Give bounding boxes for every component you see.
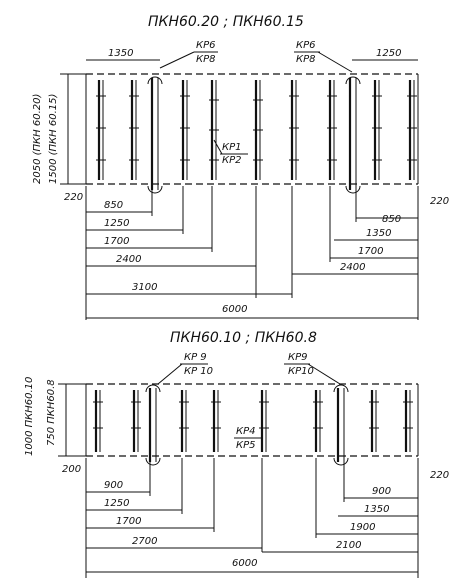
top-dim-top-left: 1350 xyxy=(108,48,133,59)
bottom-callout-right-b: КР10 xyxy=(288,366,314,377)
top-dim-l5: 3100 xyxy=(132,282,157,293)
top-dim-r2: 1350 xyxy=(366,228,391,239)
bottom-dim-r1: 900 xyxy=(372,486,391,497)
bottom-dim-l1: 900 xyxy=(104,480,123,491)
top-dim-left-offset: 220 xyxy=(64,192,83,203)
bottom-panel-drawing: ПКН60.10 ; ПКН60.8 КР 9 КР 10 КР9 КР10 К… xyxy=(24,330,449,578)
top-callout-right-b: КР8 xyxy=(296,54,316,65)
top-dim-l4: 2400 xyxy=(116,254,141,265)
top-dim-total: 6000 xyxy=(222,304,247,315)
top-callout-right-a: КР6 xyxy=(296,40,316,51)
top-callout-mid-b: КР2 xyxy=(222,155,242,166)
bottom-dim-l3: 1700 xyxy=(116,516,141,527)
bottom-rebar-cages xyxy=(93,384,413,466)
top-title: ПКН60.20 ; ПКН60.15 xyxy=(148,14,304,30)
bottom-dim-l2: 1250 xyxy=(104,498,129,509)
bottom-dim-r2: 1350 xyxy=(364,504,389,515)
top-dim-l1: 850 xyxy=(104,200,123,211)
bottom-callout-left-b: КР 10 xyxy=(184,366,213,377)
top-dim-r3: 1700 xyxy=(358,246,383,257)
top-rebar-cages xyxy=(96,76,417,194)
bottom-dim-l4: 2700 xyxy=(132,536,157,547)
bottom-callout-right-a: КР9 xyxy=(288,352,308,363)
bottom-side-dim2: 750 ПКН60.8 xyxy=(46,379,57,446)
top-side-dim: 2050 (ПКН 60.20) xyxy=(32,94,43,184)
top-dim-l3: 1700 xyxy=(104,236,129,247)
bottom-callout-mid-b: КР5 xyxy=(236,440,256,451)
bottom-dim-r4: 2100 xyxy=(336,540,361,551)
top-side-dim2: 1500 (ПКН 60.15) xyxy=(48,94,59,184)
top-callout-left-b: КР8 xyxy=(196,54,216,65)
bottom-title: ПКН60.10 ; ПКН60.8 xyxy=(170,330,317,346)
top-dim-r1: 850 xyxy=(382,214,401,225)
top-dim-top-right: 1250 xyxy=(376,48,401,59)
top-dim-r4: 2400 xyxy=(340,262,365,273)
top-callout-left-a: КР6 xyxy=(196,40,216,51)
bottom-dim-r3: 1900 xyxy=(350,522,375,533)
top-callout-mid-a: КР1 xyxy=(222,142,242,153)
bottom-side-dim: 1000 ПКН60.10 xyxy=(24,377,35,456)
top-dim-right-offset: 220 xyxy=(430,196,449,207)
top-panel-drawing: ПКН60.20 ; ПКН60.15 КР6 КР8 КР6 xyxy=(32,14,449,320)
bottom-dim-right-offset: 220 xyxy=(430,470,449,481)
bottom-callout-left-a: КР 9 xyxy=(184,352,207,363)
bottom-dim-left-offset: 200 xyxy=(62,464,81,475)
bottom-dim-total: 6000 xyxy=(232,558,257,569)
bottom-callout-mid-a: КР4 xyxy=(236,426,256,437)
top-dim-l2: 1250 xyxy=(104,218,129,229)
